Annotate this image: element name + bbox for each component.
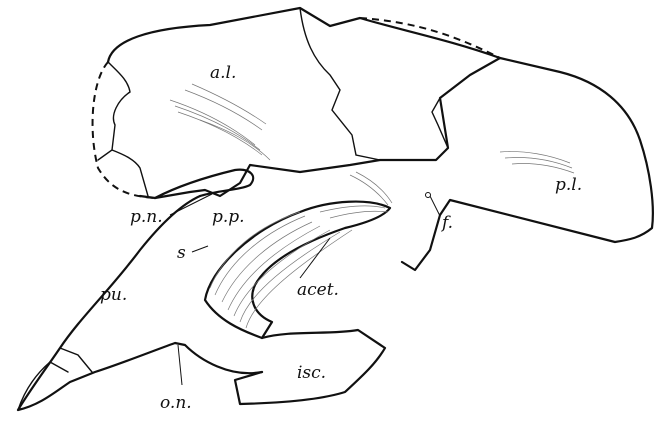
ilium-shading (170, 84, 574, 205)
label-s: s (177, 243, 186, 263)
ilium-suture-1 (300, 8, 380, 160)
pubis-distal-tip (18, 362, 68, 410)
posterior-suture (432, 98, 448, 148)
ilium-suture-2 (98, 62, 130, 160)
posterior-blade-outline (402, 58, 653, 270)
label-isc: isc. (297, 363, 326, 383)
label-pn: p.n. (130, 207, 163, 227)
label-pp: p.p. (212, 207, 245, 227)
leader-on (178, 345, 182, 385)
label-pl: p.l. (555, 175, 582, 195)
ilium-outline (108, 8, 500, 198)
label-f: f. (440, 213, 453, 233)
pubis-lower-suture (60, 348, 92, 372)
pubis-outline (18, 196, 262, 410)
leader-f (430, 196, 440, 216)
label-al: a.l. (210, 63, 236, 83)
leader-s (192, 246, 208, 252)
label-on: o.n. (160, 393, 192, 413)
foramen (426, 193, 431, 198)
label-acet: acet. (297, 280, 339, 300)
label-pu: pu. (100, 285, 127, 305)
leader-pn (170, 194, 212, 215)
restored-outline-anterior (93, 62, 155, 198)
